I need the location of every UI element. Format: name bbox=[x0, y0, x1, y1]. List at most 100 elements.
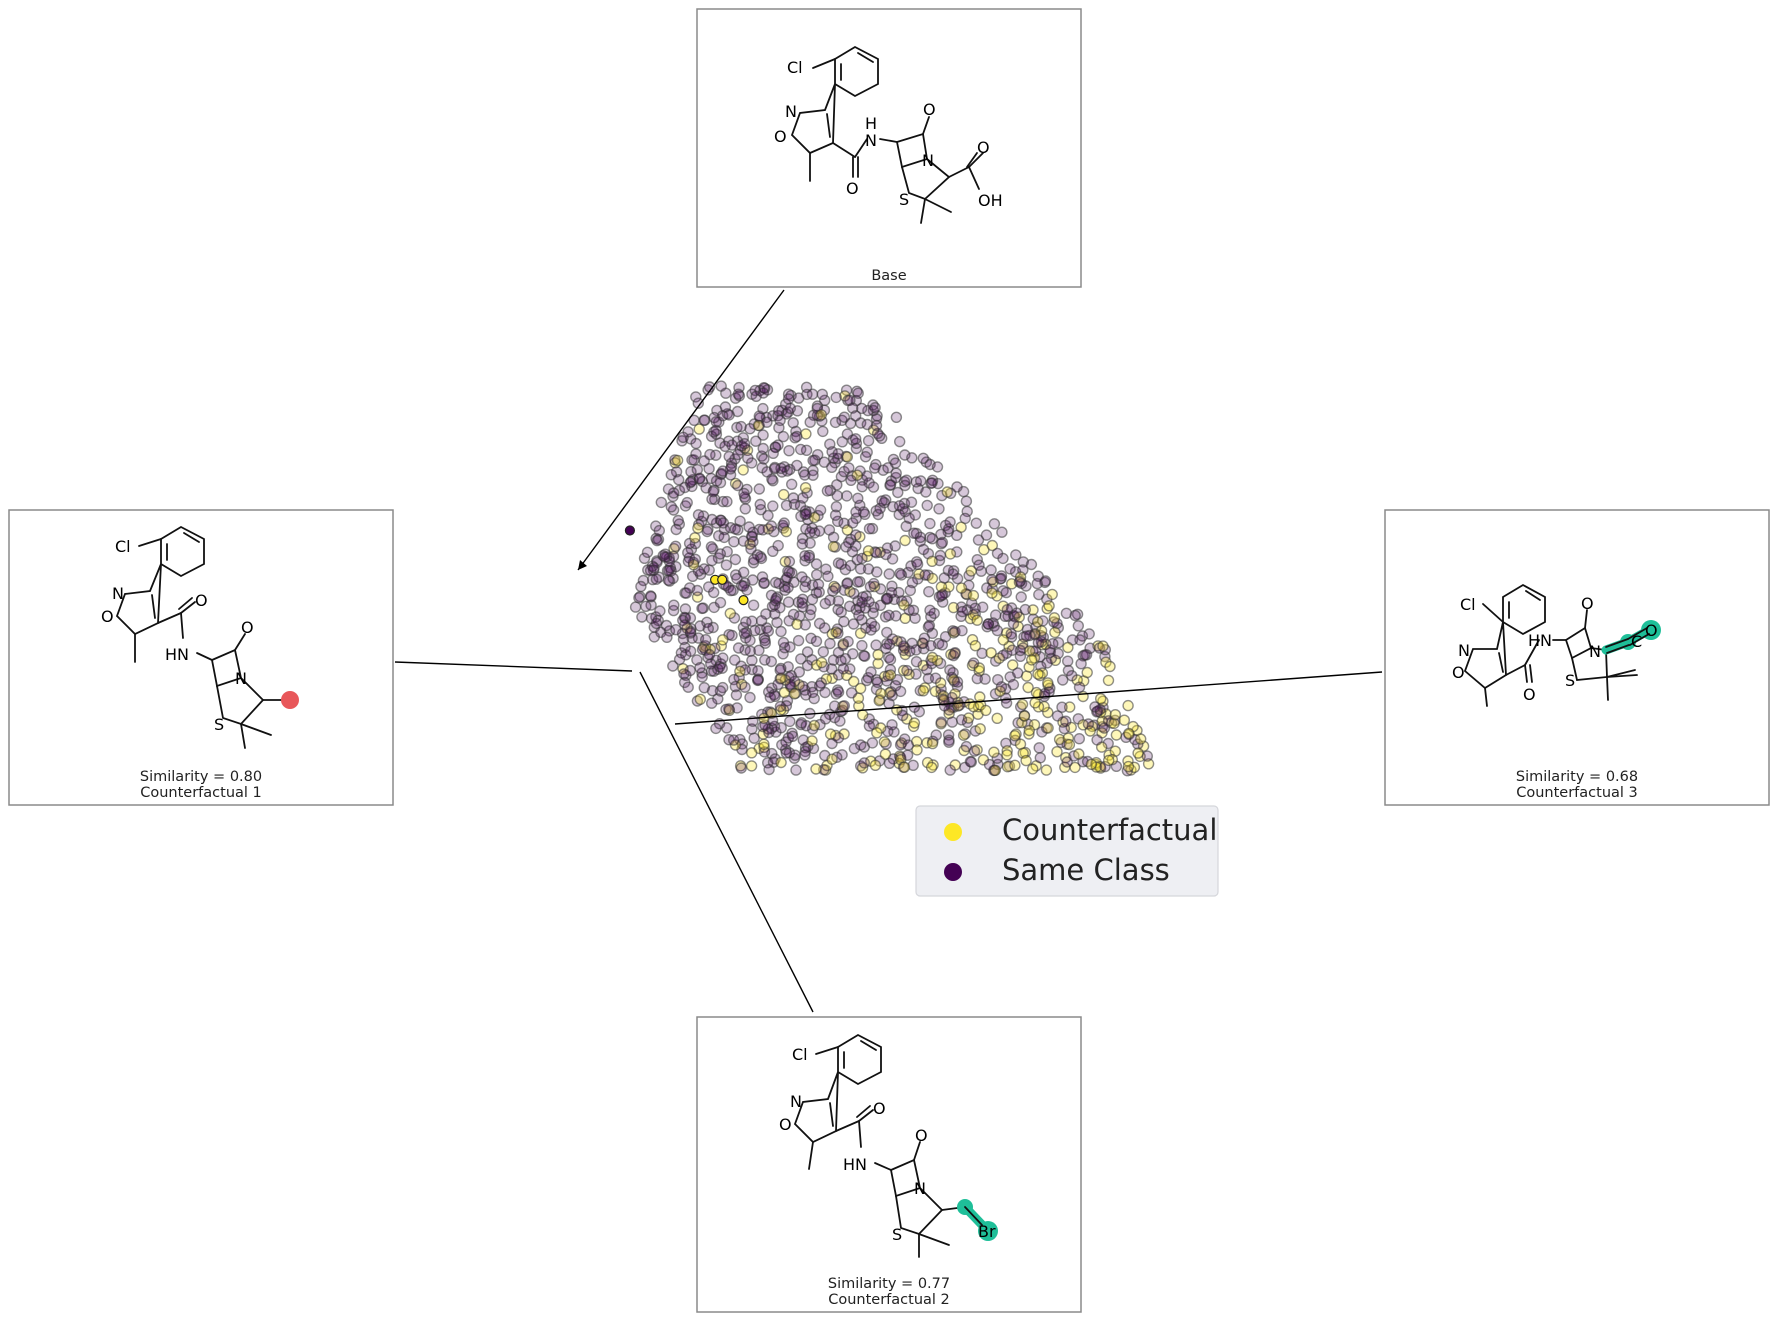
scatter-point-same-class bbox=[894, 435, 906, 448]
scatter-point-same-class bbox=[729, 680, 742, 693]
atom-o: O bbox=[1452, 663, 1465, 682]
scatter-point-same-class bbox=[662, 483, 675, 495]
scatter-point-same-class bbox=[684, 476, 696, 489]
scatter-point-same-class bbox=[648, 562, 660, 574]
scatter-point-counterfactual bbox=[1134, 733, 1147, 745]
highlight-point-counterfactual-3 bbox=[738, 594, 749, 606]
scatter-point-same-class bbox=[906, 452, 918, 464]
scatter-point-counterfactual bbox=[1043, 600, 1055, 612]
scatter-point-counterfactual bbox=[775, 756, 787, 769]
scatter-point-same-class bbox=[1069, 609, 1081, 622]
scatter-point-same-class bbox=[855, 739, 867, 751]
scatter-point-same-class bbox=[737, 580, 750, 592]
scatter-point-same-class bbox=[787, 417, 799, 429]
scatter-point-same-class bbox=[804, 526, 816, 539]
highlight-point-counterfactual-2 bbox=[717, 574, 728, 585]
scatter-point-same-class bbox=[800, 508, 813, 520]
scatter-point-same-class bbox=[677, 431, 689, 443]
scatter-point-same-class bbox=[971, 672, 983, 685]
scatter-point-same-class bbox=[1013, 576, 1026, 588]
scatter-point-counterfactual bbox=[1053, 733, 1066, 746]
scatter-point-same-class bbox=[701, 525, 713, 538]
scatter-point-same-class bbox=[731, 572, 743, 585]
atom-s: S bbox=[214, 715, 224, 734]
atom-o: O bbox=[1645, 621, 1658, 640]
scatter-point-same-class bbox=[735, 762, 747, 774]
atom-hn: HN bbox=[843, 1155, 867, 1174]
scatter-point-counterfactual bbox=[1007, 659, 1019, 671]
scatter-point-same-class bbox=[774, 414, 786, 427]
scatter-point-same-class bbox=[943, 736, 955, 748]
scatter-point-same-class bbox=[640, 600, 652, 612]
atom-hn: HN bbox=[1528, 631, 1552, 650]
scatter-point-same-class bbox=[850, 410, 862, 422]
scatter-point-same-class bbox=[959, 761, 971, 774]
scatter-point-same-class bbox=[797, 734, 809, 746]
scatter-point-same-class bbox=[737, 535, 750, 547]
scatter-point-counterfactual bbox=[779, 555, 791, 568]
scatter-point-same-class bbox=[923, 619, 936, 632]
scatter-point-same-class bbox=[739, 681, 751, 693]
scatter-point-same-class bbox=[856, 481, 868, 493]
scatter-point-same-class bbox=[696, 602, 708, 615]
atom-o: O bbox=[977, 138, 990, 157]
scatter-point-same-class bbox=[807, 686, 819, 699]
scatter-point-same-class bbox=[759, 637, 771, 649]
scatter-point-same-class bbox=[892, 486, 904, 499]
scatter-point-same-class bbox=[795, 443, 807, 456]
atom-o: O bbox=[846, 179, 859, 198]
panel-cf3-caption: Counterfactual 3 bbox=[1516, 785, 1638, 801]
scatter-point-same-class bbox=[836, 749, 848, 761]
scatter-point-counterfactual bbox=[806, 735, 818, 747]
scatter-point-counterfactual bbox=[717, 634, 729, 646]
scatter-point-same-class bbox=[783, 445, 795, 457]
scatter-point-same-class bbox=[750, 435, 762, 447]
atom-o: O bbox=[923, 100, 936, 119]
scatter-point-same-class bbox=[669, 540, 682, 552]
highlight-atom-added bbox=[978, 1221, 998, 1241]
scatter-point-same-class bbox=[787, 730, 799, 742]
scatter-point-same-class bbox=[972, 534, 985, 546]
scatter-point-same-class bbox=[1000, 586, 1012, 599]
scatter-point-counterfactual bbox=[1009, 730, 1021, 742]
panel-base-caption: Base bbox=[871, 268, 906, 284]
scatter-point-same-class bbox=[694, 662, 706, 674]
atom-o: O bbox=[1581, 594, 1594, 613]
scatter-point-same-class bbox=[923, 586, 935, 598]
scatter-point-same-class bbox=[871, 566, 883, 578]
scatter-point-same-class bbox=[732, 642, 745, 654]
scatter-point-same-class bbox=[1031, 577, 1044, 590]
scatter-point-same-class bbox=[793, 392, 805, 404]
scatter-point-counterfactual bbox=[873, 695, 885, 707]
scatter-point-same-class bbox=[720, 559, 733, 571]
panel-base: Cl N O O H N O N S O OH Base bbox=[696, 8, 1082, 288]
scatter-point-same-class bbox=[799, 619, 811, 631]
scatter-point-counterfactual bbox=[848, 675, 860, 688]
scatter-point-same-class bbox=[986, 574, 998, 586]
scatter-point-same-class bbox=[717, 652, 729, 664]
scatter-point-counterfactual bbox=[967, 589, 980, 602]
scatter-point-counterfactual bbox=[1097, 640, 1109, 652]
scatter-point-counterfactual bbox=[991, 712, 1003, 724]
scatter-point-counterfactual bbox=[1016, 698, 1029, 711]
scatter-point-same-class bbox=[739, 503, 751, 515]
scatter-point-same-class bbox=[1121, 765, 1134, 777]
scatter-point-same-class bbox=[690, 391, 702, 403]
scatter-point-same-class bbox=[924, 517, 936, 530]
scatter-point-same-class bbox=[845, 687, 858, 699]
scatter-point-same-class bbox=[738, 438, 751, 450]
scatter-point-same-class bbox=[748, 553, 760, 566]
molecule-base: Cl N O O H N O N S O OH bbox=[774, 45, 1003, 224]
scatter-point-same-class bbox=[901, 664, 913, 677]
scatter-point-same-class bbox=[790, 764, 802, 776]
scatter-point-counterfactual bbox=[1063, 701, 1076, 713]
scatter-point-same-class bbox=[753, 483, 765, 495]
scatter-point-same-class bbox=[728, 536, 740, 548]
scatter-point-same-class bbox=[885, 587, 898, 599]
scatter-point-same-class bbox=[723, 450, 735, 463]
scatter-point-same-class bbox=[829, 509, 842, 521]
scatter-point-same-class bbox=[831, 490, 843, 502]
scatter-point-same-class bbox=[744, 634, 756, 647]
legend-box bbox=[915, 805, 1219, 897]
scatter-point-counterfactual bbox=[926, 555, 938, 567]
